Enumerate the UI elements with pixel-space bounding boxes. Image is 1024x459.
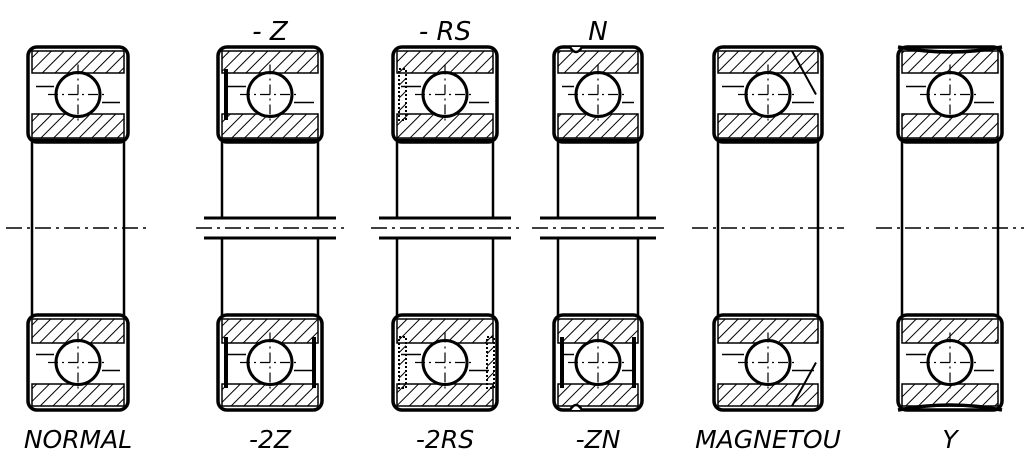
bearing-2z-top-section bbox=[216, 45, 324, 144]
bearing-2z: - Z -2Z bbox=[196, 17, 344, 454]
bearing-y-bottom-section bbox=[896, 313, 1004, 412]
bearing-2rs-bottom-section bbox=[391, 313, 499, 412]
bearing-2z-bottom-label: -2Z bbox=[249, 425, 292, 454]
bearing-2rs-bottom-label: -2RS bbox=[416, 425, 474, 454]
bearing-zn-top-label: N bbox=[588, 17, 607, 47]
bearing-normal-top-section bbox=[26, 45, 130, 144]
bearing-zn-bottom-label: -ZN bbox=[576, 425, 621, 454]
bearing-2z-bore bbox=[204, 138, 336, 315]
bearing-y: Y bbox=[876, 45, 1024, 454]
bearing-normal-bottom-section bbox=[26, 313, 130, 412]
bearing-2rs: - RS -2RS bbox=[371, 17, 519, 454]
bearing-magnetou-bottom-section bbox=[712, 313, 824, 412]
bearing-zn-top-section bbox=[552, 45, 644, 144]
bearing-2z-top-label: - Z bbox=[252, 17, 289, 47]
bearing-magnetou-top-section bbox=[712, 45, 824, 144]
bearing-2rs-top-label: - RS bbox=[419, 17, 471, 47]
bearings-layer: NORMAL - Z -2Z - RS -2RS N -ZN MAGNETOU Y bbox=[6, 17, 1024, 454]
bearing-2z-bottom-section bbox=[216, 313, 324, 412]
bearing-zn-bore bbox=[540, 138, 656, 315]
bearing-2rs-top-section bbox=[391, 45, 499, 144]
bearing-zn: N -ZN bbox=[532, 17, 664, 454]
bearing-2rs-bore bbox=[379, 138, 511, 315]
bearing-y-top-section bbox=[896, 45, 1004, 144]
bearing-y-bottom-label: Y bbox=[942, 425, 959, 454]
bearing-zn-bottom-section bbox=[552, 313, 644, 412]
bearing-normal-bottom-label: NORMAL bbox=[24, 425, 132, 454]
bearing-normal: NORMAL bbox=[6, 45, 150, 454]
bearing-magnetou-bottom-label: MAGNETOU bbox=[695, 425, 841, 454]
bearing-magnetou: MAGNETOU bbox=[692, 45, 844, 454]
